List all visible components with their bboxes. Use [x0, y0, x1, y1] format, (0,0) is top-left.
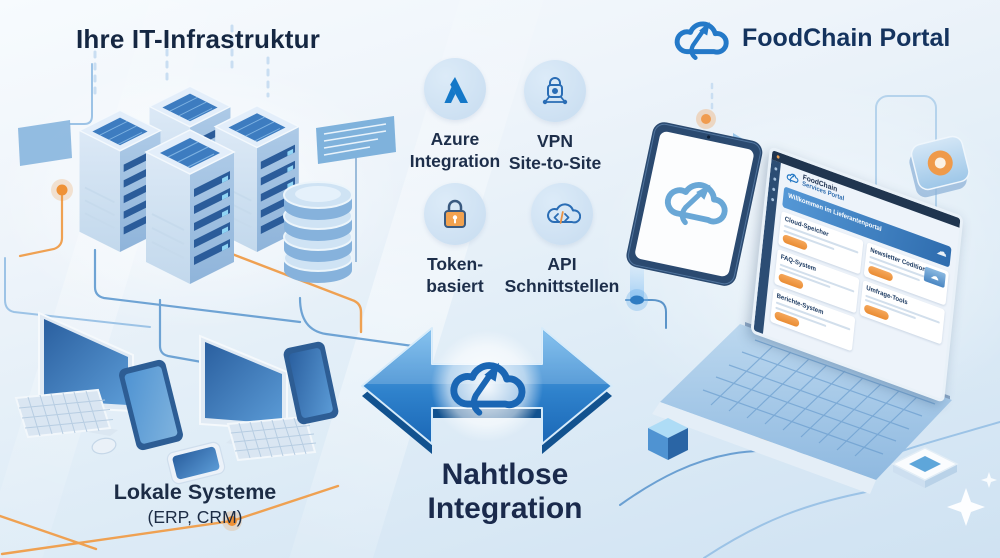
integration-arrow [352, 322, 634, 464]
cloud-thumbnail: ☁ [923, 265, 946, 288]
orange-ring-tile [909, 135, 970, 198]
api-cloud-icon [531, 183, 593, 245]
vpn-icon [524, 60, 586, 122]
foodchain-logo-icon [670, 12, 732, 64]
token-lock-icon [424, 183, 486, 245]
feature-token: Token-basiert [394, 183, 516, 297]
server-rack [146, 130, 234, 284]
mouse [91, 437, 117, 455]
database-cylinder [283, 181, 353, 283]
azure-icon [424, 58, 486, 120]
sparkle-icon [947, 472, 997, 526]
workstations [14, 311, 339, 485]
left-section-title: Ihre IT-Infrastruktur [76, 24, 321, 54]
smartphone [166, 441, 226, 485]
tablet [626, 122, 763, 286]
brand-title: FoodChain Portal [742, 23, 951, 52]
cloud-graphic: ☁ [936, 243, 948, 260]
tablet-small [119, 359, 183, 451]
center-caption: Nahtlose Integration [427, 458, 583, 525]
camera-dot-icon [776, 154, 780, 159]
feature-label: Token-basiert [426, 254, 484, 296]
info-card [18, 116, 396, 262]
tablet-small [283, 341, 339, 425]
local-systems-caption: Lokale Systeme (ERP, CRM) [113, 480, 277, 527]
keyboard [14, 388, 114, 439]
keyboard [226, 415, 317, 462]
foodchain-logo-small [786, 171, 800, 185]
right-section-title: FoodChain Portal [670, 12, 950, 64]
cube-decoration [648, 418, 688, 460]
white-tile [891, 447, 959, 488]
cloud-badge-glow [431, 330, 543, 442]
